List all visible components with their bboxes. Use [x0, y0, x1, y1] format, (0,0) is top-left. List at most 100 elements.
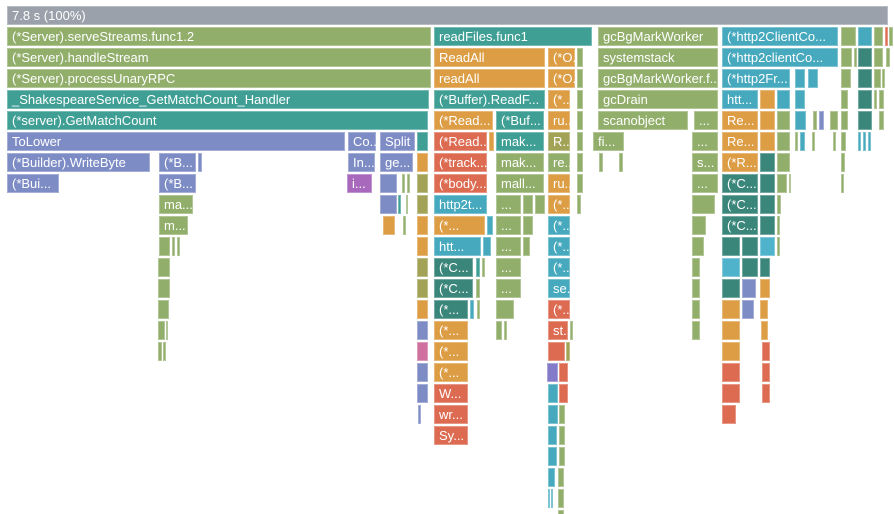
- flame-bar[interactable]: fi...: [593, 132, 624, 151]
- flame-bar[interactable]: [760, 300, 768, 319]
- flame-bar[interactable]: [417, 132, 428, 151]
- flame-bar[interactable]: [417, 321, 428, 340]
- flame-bar[interactable]: [879, 90, 884, 109]
- flame-bar[interactable]: (*O...: [548, 48, 575, 67]
- flame-bar[interactable]: [777, 216, 780, 235]
- flame-bar[interactable]: [523, 237, 530, 256]
- flame-bar[interactable]: [886, 48, 890, 67]
- flame-bar[interactable]: [692, 300, 700, 319]
- flame-bar[interactable]: [547, 363, 558, 382]
- flame-bar[interactable]: [812, 132, 815, 151]
- flame-bar[interactable]: (*Buffer).ReadF...: [434, 90, 545, 109]
- flame-bar[interactable]: (*Server).processUnaryRPC: [7, 69, 431, 88]
- flame-bar[interactable]: [407, 174, 410, 193]
- flame-bar[interactable]: [172, 237, 175, 256]
- flame-bar[interactable]: [599, 153, 603, 172]
- flame-bar[interactable]: (*server).GetMatchCount: [7, 111, 428, 130]
- flame-bar[interactable]: (*...: [434, 300, 468, 319]
- flame-bar[interactable]: [762, 342, 770, 361]
- flame-bar[interactable]: [722, 342, 740, 361]
- flame-bar[interactable]: [158, 321, 165, 340]
- flame-bar[interactable]: [841, 132, 846, 151]
- flame-bar[interactable]: se...: [548, 279, 570, 298]
- flame-bar[interactable]: [760, 90, 775, 109]
- flame-bar[interactable]: [777, 237, 780, 256]
- flame-bar[interactable]: [882, 69, 885, 88]
- flame-root-bar[interactable]: 7.8 s (100%): [7, 6, 888, 25]
- flame-bar[interactable]: [476, 258, 480, 277]
- flame-bar[interactable]: ToLower: [7, 132, 345, 151]
- flame-bar[interactable]: [166, 321, 168, 340]
- flame-bar[interactable]: [559, 363, 568, 382]
- flame-bar[interactable]: [762, 363, 770, 382]
- flame-bar[interactable]: [548, 426, 557, 445]
- flame-bar[interactable]: [558, 489, 564, 508]
- flame-bar[interactable]: [889, 27, 893, 46]
- flame-bar[interactable]: (*C...: [722, 195, 758, 214]
- flame-bar[interactable]: [417, 342, 428, 361]
- flame-bar[interactable]: ru...: [548, 111, 570, 130]
- flame-bar[interactable]: [477, 300, 480, 319]
- flame-bar[interactable]: [383, 216, 395, 235]
- flame-bar[interactable]: [795, 90, 805, 109]
- flame-bar[interactable]: [808, 69, 818, 88]
- flame-bar[interactable]: scanobject: [598, 111, 688, 130]
- flame-bar[interactable]: ma...: [159, 195, 193, 214]
- flame-bar[interactable]: [742, 237, 758, 256]
- flame-bar[interactable]: [777, 195, 781, 214]
- flame-bar[interactable]: [722, 405, 736, 424]
- flame-bar[interactable]: [722, 300, 740, 319]
- flame-bar[interactable]: [548, 468, 555, 487]
- flame-bar[interactable]: [722, 237, 740, 256]
- flame-bar[interactable]: [760, 153, 775, 172]
- flame-bar[interactable]: ...: [496, 216, 521, 235]
- flame-bar[interactable]: [548, 405, 558, 424]
- flame-bar[interactable]: [566, 342, 570, 361]
- flame-bar[interactable]: [760, 195, 775, 214]
- flame-bar[interactable]: [177, 237, 180, 256]
- flame-bar[interactable]: [795, 111, 806, 130]
- flame-bar[interactable]: [198, 153, 202, 172]
- flame-bar[interactable]: ...: [496, 258, 521, 277]
- flame-bar[interactable]: readAll: [434, 69, 545, 88]
- flame-bar[interactable]: [692, 258, 700, 277]
- flame-bar[interactable]: [504, 321, 507, 340]
- flame-bar[interactable]: [722, 363, 740, 382]
- flame-bar[interactable]: [760, 174, 775, 193]
- flame-bar[interactable]: [577, 153, 583, 172]
- flame-bar[interactable]: [619, 153, 623, 172]
- flame-bar[interactable]: [830, 111, 838, 130]
- flame-bar[interactable]: [577, 174, 583, 193]
- flame-bar[interactable]: htt...: [434, 237, 481, 256]
- flame-bar[interactable]: ...: [694, 111, 718, 130]
- flame-bar[interactable]: [760, 111, 775, 130]
- flame-bar[interactable]: [777, 90, 790, 109]
- flame-bar[interactable]: [380, 174, 397, 193]
- flame-bar[interactable]: [813, 111, 817, 130]
- flame-bar[interactable]: (*B...: [159, 174, 196, 193]
- flame-bar[interactable]: ge...: [380, 153, 413, 172]
- flame-bar[interactable]: [819, 111, 824, 130]
- flame-bar[interactable]: [551, 489, 553, 508]
- flame-bar[interactable]: [476, 279, 480, 298]
- flame-bar[interactable]: (*http2clientCo...: [722, 48, 838, 67]
- flame-bar[interactable]: (*O...: [548, 69, 575, 88]
- flame-bar[interactable]: Split: [380, 132, 415, 151]
- flame-bar[interactable]: [692, 216, 706, 235]
- flame-bar[interactable]: [523, 216, 533, 235]
- flame-bar[interactable]: [559, 405, 565, 424]
- flame-bar[interactable]: (*B...: [159, 153, 196, 172]
- flame-bar[interactable]: [417, 195, 428, 214]
- flame-bar[interactable]: [523, 195, 533, 214]
- flame-bar[interactable]: [570, 321, 573, 340]
- flame-bar[interactable]: _ShakespeareService_GetMatchCount_Handle…: [7, 90, 429, 109]
- flame-bar[interactable]: ...: [496, 195, 521, 214]
- flame-bar[interactable]: [535, 195, 545, 214]
- flame-bar[interactable]: [841, 90, 848, 109]
- flame-bar[interactable]: [858, 132, 861, 151]
- flame-bar[interactable]: mak...: [496, 132, 544, 151]
- flame-bar[interactable]: [760, 258, 770, 277]
- flame-bar[interactable]: [777, 132, 790, 151]
- flame-bar[interactable]: [577, 111, 583, 130]
- flame-bar[interactable]: s...: [692, 153, 718, 172]
